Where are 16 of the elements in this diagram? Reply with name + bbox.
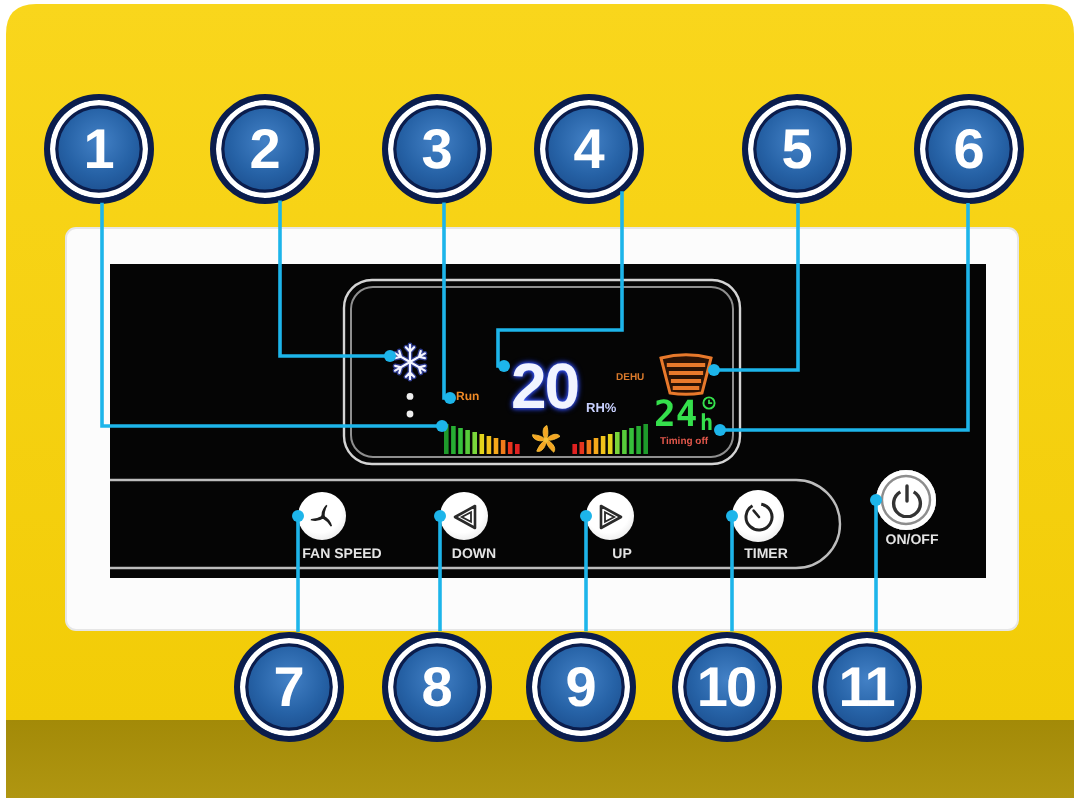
level-meter-icon — [442, 422, 650, 456]
leader-line — [278, 200, 396, 362]
leader-line — [496, 191, 624, 372]
leader-line — [726, 510, 738, 632]
timer-reading: 24 — [654, 396, 698, 434]
leader-line — [100, 202, 448, 432]
leader-line — [714, 203, 970, 436]
unit-label: h — [700, 411, 714, 433]
leader-line — [442, 202, 456, 404]
leader-line — [870, 494, 882, 632]
leader-line — [434, 510, 446, 632]
leader-line — [292, 510, 304, 632]
leader-line — [580, 510, 592, 632]
leader-line — [708, 202, 800, 376]
humidity-reading: 20 — [504, 354, 579, 418]
snowflake-icon — [390, 342, 430, 382]
